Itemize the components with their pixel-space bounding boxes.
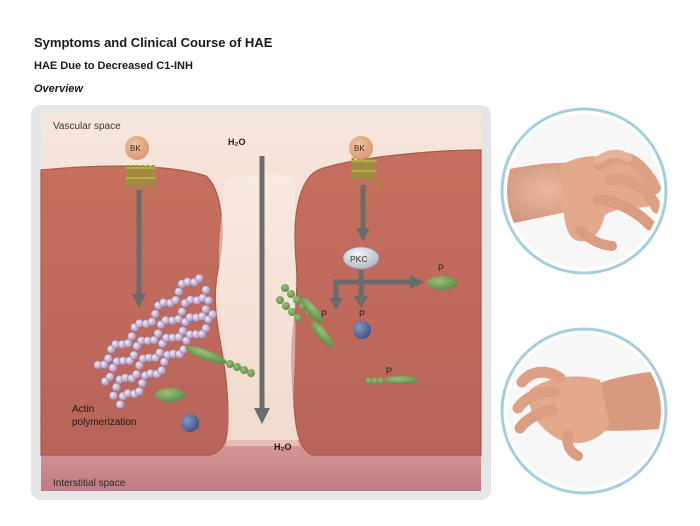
filament-right-2 xyxy=(301,297,323,323)
actin-label-line1: Actin xyxy=(72,404,94,415)
left-bk-label: BK xyxy=(130,144,141,153)
green-protein-left xyxy=(155,388,185,402)
actin-bead xyxy=(201,304,211,314)
actin-bead xyxy=(204,296,214,305)
vascular-space-label: Vascular space xyxy=(53,121,121,132)
page-title: Symptoms and Clinical Course of HAE xyxy=(34,35,273,50)
pkc-enzyme xyxy=(342,246,380,270)
actin-polymer xyxy=(93,273,218,409)
actin-bead xyxy=(123,338,133,348)
left-bk-receptor xyxy=(126,165,157,197)
left-bk-ligand xyxy=(125,136,149,160)
interstitial-space-label: Interstitial space xyxy=(53,478,126,489)
actin-bead xyxy=(150,309,160,319)
small-chain-lower-right xyxy=(365,377,385,385)
pkc-left-arrowhead xyxy=(329,298,343,310)
pkc-label: PKC xyxy=(350,254,367,264)
actin-bead xyxy=(99,360,109,369)
actin-bead xyxy=(129,350,139,360)
p-label-4: P xyxy=(386,366,392,376)
actin-label-line2: polymerization xyxy=(72,417,136,428)
actin-bead xyxy=(103,354,113,363)
p-label-2: P xyxy=(359,309,365,319)
pkc-down-arrowhead xyxy=(354,296,368,308)
swollen-hand-photo-bottom xyxy=(500,327,668,495)
actin-bead xyxy=(157,366,167,375)
actin-bead xyxy=(105,372,115,382)
actin-bead xyxy=(134,360,144,370)
water-label-top: H₂O xyxy=(228,137,246,147)
blue-molecule-left xyxy=(181,414,199,432)
filament-left xyxy=(185,346,255,377)
actin-bead xyxy=(109,391,118,400)
actin-bead xyxy=(171,295,181,305)
actin-bead xyxy=(115,400,125,409)
intercellular-gap xyxy=(218,174,300,446)
actin-bead xyxy=(134,386,144,396)
actin-bead xyxy=(201,285,211,295)
actin-bead xyxy=(178,326,188,336)
filament-right-1 xyxy=(311,321,333,347)
actin-bead xyxy=(149,335,159,345)
actin-bead xyxy=(112,382,121,392)
actin-bead xyxy=(155,348,165,358)
actin-bead xyxy=(201,323,211,333)
actin-bead xyxy=(108,363,118,373)
right-bk-receptor xyxy=(351,158,381,193)
actin-bead xyxy=(194,273,204,283)
actin-bead xyxy=(174,287,184,297)
actin-bead xyxy=(208,309,218,319)
actin-bead xyxy=(177,307,187,317)
right-endothelial-cell xyxy=(291,149,482,456)
left-signal-arrowhead xyxy=(132,294,146,308)
actin-bead xyxy=(147,317,157,327)
actin-bead xyxy=(127,331,137,341)
pkc-right-arrowhead xyxy=(410,275,424,289)
actin-bead xyxy=(132,369,142,379)
pkc-branch-arrows xyxy=(333,279,412,300)
page-subtitle: HAE Due to Decreased C1-INH xyxy=(34,60,193,72)
filament-lower-right xyxy=(384,376,418,384)
right-bk-label: BK xyxy=(354,144,365,153)
phospho-protein-right xyxy=(427,276,457,290)
section-heading: Overview xyxy=(34,83,83,95)
right-signal-arrowhead xyxy=(356,228,370,242)
swollen-hand-photo-top xyxy=(500,107,668,275)
left-endothelial-cell xyxy=(40,165,230,456)
water-label-bottom: H₂O xyxy=(274,442,292,452)
actin-bead xyxy=(137,378,147,388)
right-bk-ligand xyxy=(349,136,373,160)
water-flow-arrowhead xyxy=(254,408,270,424)
actin-bead xyxy=(153,329,163,338)
blue-molecule-right xyxy=(353,321,371,339)
p-label-1: P xyxy=(438,263,444,273)
p-label-3: P xyxy=(321,309,327,319)
